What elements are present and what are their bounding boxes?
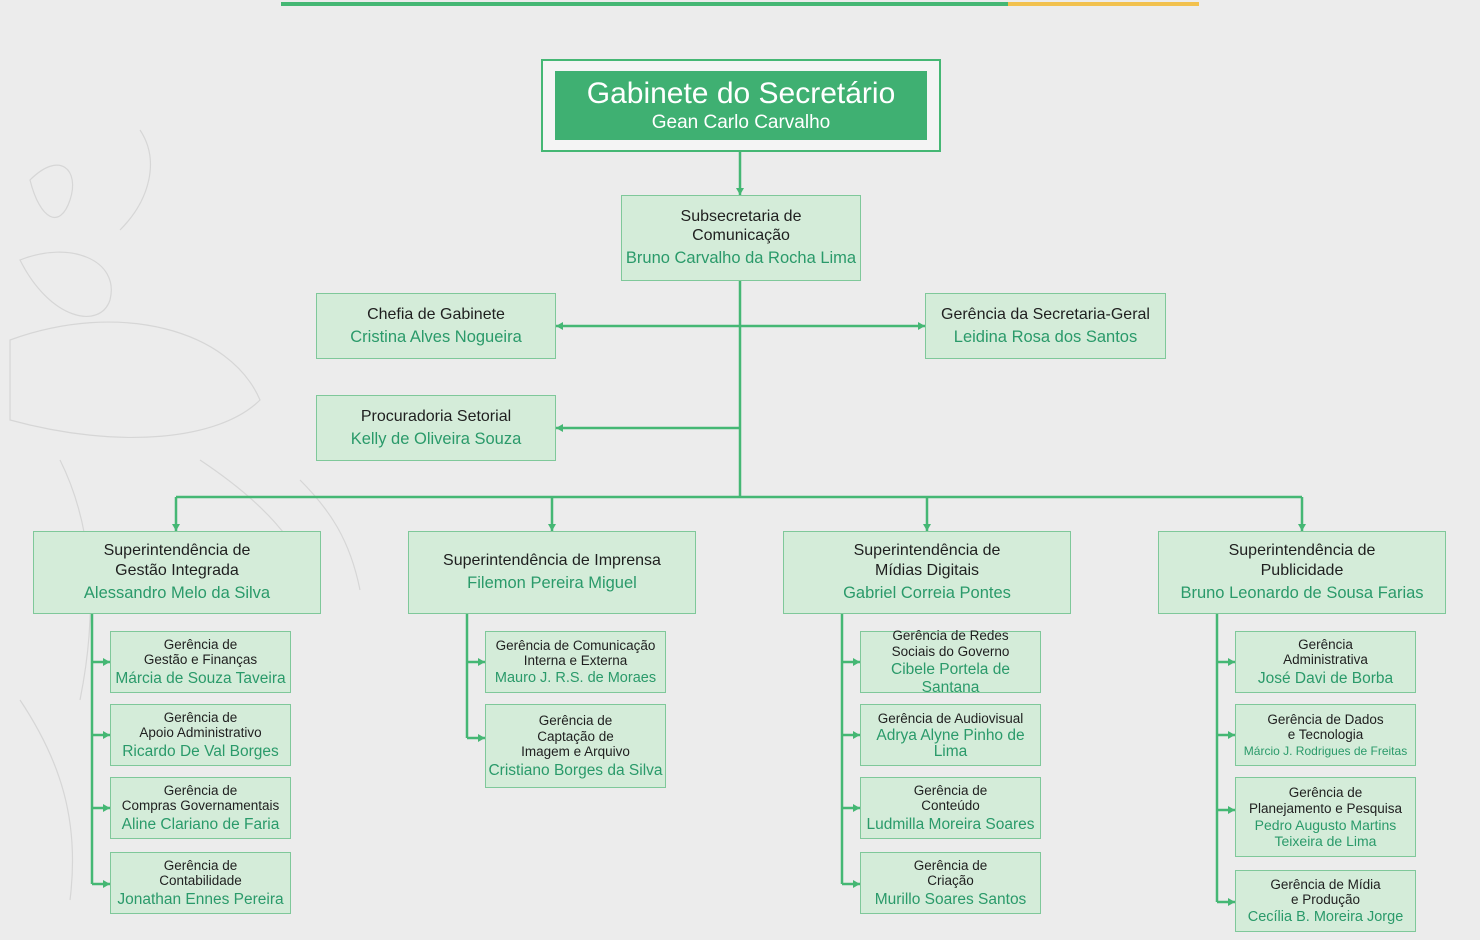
gerencia-name: Jonathan Ennes Pereira (117, 890, 284, 908)
gerencia-box: Gerência Administrativa José Davi de Bor… (1235, 631, 1416, 693)
superintendencia-gestao-box: Superintendência de Gestão Integrada Ale… (33, 531, 321, 614)
gabinete-title: Gabinete do Secretário (586, 77, 896, 110)
gerencia-name: Márcio J. Rodrigues de Freitas (1243, 743, 1408, 758)
gerencia-name: Pedro Augusto Martins Teixeira de Lima (1254, 817, 1397, 849)
gerencia-title: Gerência Administrativa (1283, 636, 1368, 668)
procuradoria-box: Procuradoria Setorial Kelly de Oliveira … (316, 395, 556, 461)
superintendencia-title: Superintendência de Imprensa (443, 552, 661, 569)
superintendencia-name: Alessandro Melo da Silva (83, 583, 271, 602)
gerencia-title: Gerência de Audiovisual (877, 710, 1024, 726)
superintendencia-name: Gabriel Correia Pontes (843, 583, 1011, 602)
gerencia-box: Gerência de Audiovisual Adrya Alyne Pinh… (860, 704, 1041, 766)
gerencia-title: Gerência de Captação de Imagem e Arquivo (521, 713, 630, 760)
gerencia-title: Gerência de Apoio Administrativo (139, 709, 262, 741)
procuradoria-title: Procuradoria Setorial (360, 407, 512, 425)
chefia-title: Chefia de Gabinete (367, 305, 505, 323)
chefia-gabinete-box: Chefia de Gabinete Cristina Alves Noguei… (316, 293, 556, 359)
gerencia-name: Adrya Alyne Pinho de Lima (876, 727, 1025, 760)
superintendencia-title: Superintendência de Publicidade (1228, 542, 1376, 579)
superintendencia-name: Bruno Leonardo de Sousa Farias (1180, 583, 1424, 602)
superintendencia-publicidade-box: Superintendência de Publicidade Bruno Le… (1158, 531, 1446, 614)
secretaria-geral-name: Leidina Rosa dos Santos (953, 327, 1138, 346)
gerencia-box: Gerência de Captação de Imagem e Arquivo… (485, 704, 666, 788)
gerencia-name: Márcia de Souza Taveira (115, 669, 286, 687)
gerencia-title: Gerência de Gestão e Finanças (143, 636, 258, 668)
gerencia-name: Cecília B. Moreira Jorge (1247, 908, 1404, 925)
superintendencia-title: Superintendência de Mídias Digitais (853, 542, 1001, 579)
gerencia-box: Gerência de Gestão e Finanças Márcia de … (110, 631, 291, 693)
gerencia-title: Gerência de Mídia e Produção (1270, 876, 1381, 908)
subsecretaria-box: Subsecretaria de Comunicação Bruno Carva… (621, 195, 861, 281)
gerencia-box: Gerência de Contabilidade Jonathan Ennes… (110, 852, 291, 914)
subsecretaria-title: Subsecretaria de Comunicação (680, 207, 802, 245)
gerencia-title: Gerência de Criação (913, 857, 988, 889)
gerencia-name: Cibele Portela de Santana (891, 661, 1010, 696)
gerencia-box: Gerência de Criação Murillo Soares Santo… (860, 852, 1041, 914)
gerencia-name: Murillo Soares Santos (874, 890, 1027, 908)
gabinete-secretario-header: Gabinete do Secretário Gean Carlo Carval… (555, 71, 927, 140)
superintendencia-imprensa-box: Superintendência de Imprensa Filemon Per… (408, 531, 696, 614)
gerencia-name: José Davi de Borba (1257, 669, 1394, 687)
gerencia-box: Gerência de Conteúdo Ludmilla Moreira So… (860, 777, 1041, 839)
gerencia-name: Aline Clariano de Faria (121, 815, 280, 833)
gerencia-name: Ricardo De Val Borges (122, 742, 279, 760)
gerencia-box: Gerência de Mídia e Produção Cecília B. … (1235, 870, 1416, 932)
gerencia-title: Gerência de Redes Sociais do Governo (891, 628, 1010, 659)
gerencia-title: Gerência de Compras Governamentais (121, 782, 280, 814)
gerencia-title: Gerência de Contabilidade (159, 857, 242, 889)
gabinete-name: Gean Carlo Carvalho (651, 112, 831, 133)
chefia-name: Cristina Alves Nogueira (350, 327, 522, 346)
gerencia-box: Gerência de Comunicação Interna e Extern… (485, 631, 666, 693)
gerencia-box: Gerência de Planejamento e Pesquisa Pedr… (1235, 777, 1416, 857)
gerencia-name: Mauro J. R.S. de Moraes (494, 669, 657, 686)
gerencia-box: Gerência de Redes Sociais do Governo Cib… (860, 628, 1041, 696)
gerencia-title: Gerência de Comunicação Interna e Extern… (495, 637, 656, 669)
superintendencia-title: Superintendência de Gestão Integrada (103, 542, 251, 579)
secretaria-geral-title: Gerência da Secretaria-Geral (941, 305, 1150, 323)
gerencia-title: Gerência de Planejamento e Pesquisa (1248, 785, 1403, 816)
gerencia-name: Cristiano Borges da Silva (488, 761, 663, 779)
gerencia-box: Gerência de Compras Governamentais Aline… (110, 777, 291, 839)
gerencia-title: Gerência de Dados e Tecnologia (1267, 711, 1384, 743)
subsecretaria-name: Bruno Carvalho da Rocha Lima (625, 249, 857, 268)
connector-arrowheads (103, 188, 1306, 906)
superintendencia-name: Filemon Pereira Miguel (467, 574, 637, 593)
superintendencia-midias-box: Superintendência de Mídias Digitais Gabr… (783, 531, 1071, 614)
gabinete-secretario-box: Gabinete do Secretário Gean Carlo Carval… (541, 59, 941, 152)
gerencia-box: Gerência de Apoio Administrativo Ricardo… (110, 704, 291, 766)
gerencia-name: Ludmilla Moreira Soares (866, 815, 1035, 833)
gerencia-box: Gerência de Dados e Tecnologia Márcio J.… (1235, 704, 1416, 766)
gerencia-title: Gerência de Conteúdo (913, 782, 988, 814)
procuradoria-name: Kelly de Oliveira Souza (350, 429, 522, 448)
secretaria-geral-box: Gerência da Secretaria-Geral Leidina Ros… (925, 293, 1166, 359)
